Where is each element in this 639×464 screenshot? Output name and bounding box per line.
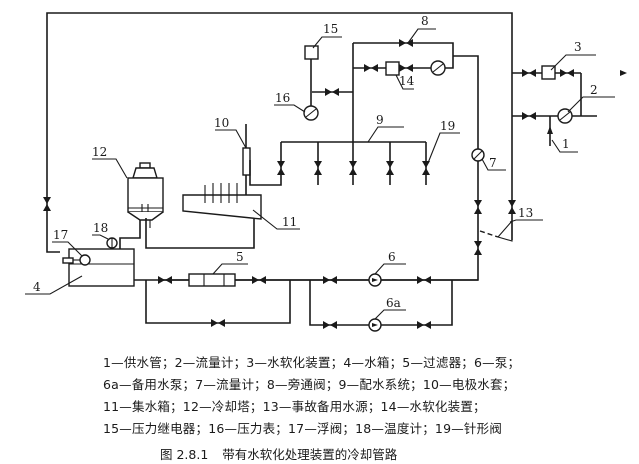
valve (508, 200, 516, 214)
valve (325, 88, 339, 96)
legend-line: 15—压力继电器；16—压力表；17—浮阀；18—温度计；19—针形阀 (103, 421, 503, 436)
legend-line: 11—集水箱；12—冷却塔；13—事故备用水源；14—水软化装置； (103, 399, 486, 414)
valve (158, 276, 172, 284)
supply-network (512, 72, 597, 146)
callout-14: 14 (399, 74, 415, 88)
callout-8: 8 (421, 14, 429, 28)
float-valve-17 (62, 254, 91, 266)
water-softener-14 (385, 61, 400, 76)
needle-valve (386, 161, 394, 175)
callout-6: 6 (388, 250, 396, 264)
emergency-water-source-13 (479, 219, 513, 242)
callouts: 1 2 3 4 5 6 6a 7 8 9 10 11 12 13 14 15 1… (25, 14, 615, 320)
needle-valve-19 (422, 161, 430, 175)
collecting-tank-11 (182, 183, 262, 220)
legend-line: 6a—备用水泵；7—流量计；8—旁通阀；9—配水系统；10—电极水套； (103, 377, 516, 392)
valve (474, 200, 482, 214)
valve (211, 319, 225, 327)
needle-valve (277, 161, 285, 175)
needle-valve (314, 161, 322, 175)
tower-return-pipe (119, 220, 141, 249)
valve (522, 112, 536, 120)
callout-17: 17 (53, 228, 68, 242)
callout-11: 11 (282, 215, 297, 229)
figure-caption: 图 2.8.1 带有水软化处理装置的冷却管路 (160, 444, 411, 463)
callout-12: 12 (92, 145, 107, 159)
valve (364, 64, 378, 72)
needle-valve (349, 161, 357, 175)
electrode-jacket-10 (242, 124, 282, 195)
callout-6a: 6a (386, 296, 401, 310)
gauge (430, 60, 446, 76)
figure-title: 带有水软化处理装置的冷却管路 (222, 447, 398, 462)
valve (323, 321, 337, 329)
bypass-network (310, 42, 479, 150)
thermometer-18 (106, 237, 118, 249)
callout-7: 7 (489, 156, 497, 170)
legend-line: 1—供水管；2—流量计；3—水软化装置；4—水箱；5—过滤器；6—泵； (103, 355, 521, 370)
callout-4: 4 (33, 280, 41, 294)
callout-9: 9 (376, 113, 384, 127)
water-tank-4 (68, 248, 135, 287)
flowmeter-2 (557, 108, 573, 124)
valve (252, 276, 266, 284)
pump-6 (368, 273, 382, 287)
pressure-gauge-16 (303, 105, 319, 121)
callout-19: 19 (440, 119, 455, 133)
valve (417, 321, 431, 329)
cooling-pipeline-diagram: 1 2 3 4 5 6 6a 7 8 9 10 11 12 13 14 15 1… (25, 12, 627, 332)
callout-2: 2 (590, 83, 598, 97)
callout-10: 10 (214, 116, 229, 130)
pressure-relay-15 (304, 45, 319, 60)
standby-pump-6a (368, 318, 382, 332)
callout-5: 5 (236, 250, 244, 264)
valve (417, 276, 431, 284)
bypass-valve-8 (399, 39, 413, 47)
valve (323, 276, 337, 284)
valve (474, 241, 482, 255)
filter-5 (188, 273, 236, 287)
flow-arrow-icon (620, 70, 627, 76)
valve (399, 64, 413, 72)
callout-1: 1 (562, 137, 570, 151)
callout-3: 3 (574, 40, 582, 54)
figure-number: 图 2.8.1 (160, 447, 209, 462)
callout-15: 15 (323, 22, 338, 36)
left-riser-valve (43, 197, 51, 211)
valve (560, 69, 574, 77)
callout-13: 13 (518, 206, 533, 220)
standby-pump-pipe (309, 280, 453, 326)
supply-arrow-icon (547, 126, 553, 134)
callout-16: 16 (275, 91, 290, 105)
outer-pipe-loop (46, 12, 513, 253)
valve (522, 69, 536, 77)
callout-18: 18 (93, 221, 108, 235)
collector-to-tower-pipe (145, 218, 255, 249)
